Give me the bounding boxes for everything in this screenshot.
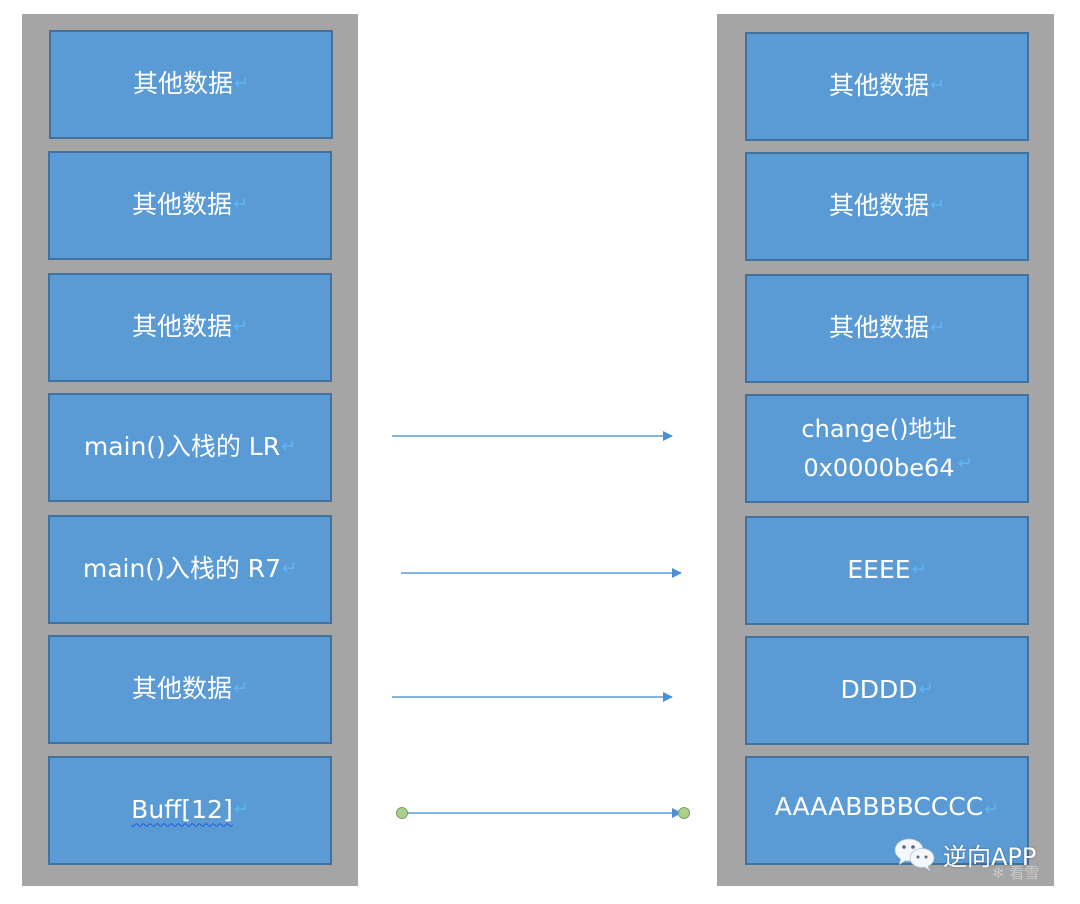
paragraph-mark-icon: ↵	[984, 799, 1000, 821]
paragraph-mark-icon: ↵	[929, 75, 946, 97]
right-cell-change-address: change()地址 0x0000be64↵	[745, 394, 1029, 503]
left-cell-main-r7: main()入栈的 R7↵	[48, 515, 332, 624]
paragraph-mark-icon: ↵	[918, 679, 934, 701]
watermark: 逆向APP	[893, 836, 1036, 872]
snowflake-icon: ❄	[992, 864, 1005, 882]
right-cell-eeee: EEEE↵	[745, 516, 1029, 625]
left-cell-other-data-1: 其他数据↵	[49, 30, 333, 139]
paragraph-mark-icon: ↵	[281, 436, 297, 458]
left-cell-main-lr: main()入栈的 LR↵	[48, 393, 332, 502]
paragraph-mark-icon: ↵	[929, 195, 946, 217]
paragraph-mark-icon: ↵	[232, 194, 249, 216]
wechat-icon	[894, 838, 935, 871]
right-cell-other-data-2: 其他数据↵	[745, 152, 1029, 261]
paragraph-mark-icon: ↵	[282, 558, 298, 580]
paragraph-mark-icon: ↵	[233, 73, 250, 95]
arrow-end-handle[interactable]	[678, 807, 690, 819]
right-cell-other-data-1: 其他数据↵	[745, 32, 1029, 141]
paragraph-mark-icon: ↵	[957, 453, 973, 475]
paragraph-mark-icon: ↵	[911, 559, 927, 581]
left-cell-other-data-4: 其他数据↵	[48, 635, 332, 744]
right-cell-dddd: DDDD↵	[745, 636, 1029, 745]
paragraph-mark-icon: ↵	[929, 317, 946, 339]
left-cell-buff: Buff[12]↵	[48, 756, 332, 865]
arrow-start-handle[interactable]	[396, 807, 408, 819]
watermark-text: 逆向APP	[943, 842, 1037, 871]
paragraph-mark-icon: ↵	[232, 316, 249, 338]
right-cell-other-data-3: 其他数据↵	[745, 274, 1029, 383]
right-cell-aaaabbbbcccc: AAAABBBBCCCC↵	[745, 756, 1029, 865]
left-cell-other-data-3: 其他数据↵	[48, 273, 332, 382]
paragraph-mark-icon: ↵	[233, 799, 249, 821]
kanxue-watermark: ❄ 看雪	[992, 864, 1040, 882]
left-cell-other-data-2: 其他数据↵	[48, 151, 332, 260]
paragraph-mark-icon: ↵	[232, 678, 249, 700]
